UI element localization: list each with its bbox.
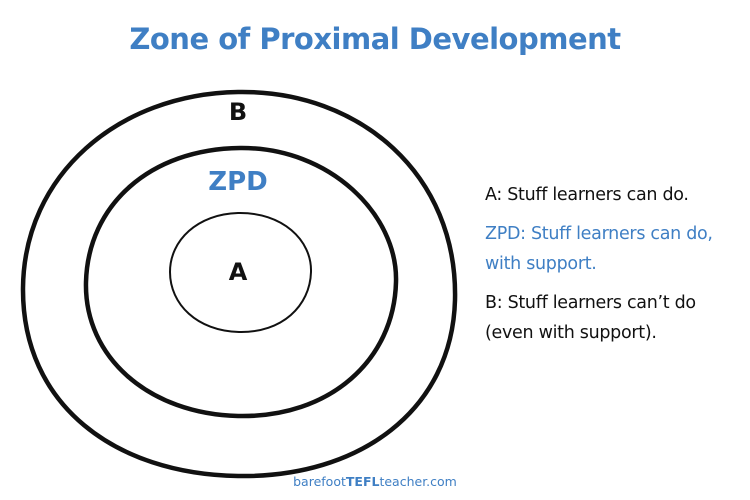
ring-label-b: B (228, 98, 248, 126)
footer-suffix: teacher.com (379, 474, 457, 489)
inner-circle-a (169, 211, 313, 334)
legend-item-a: A: Stuff learners can do. (485, 185, 689, 205)
outer-circle-b (20, 89, 458, 479)
ring-label-zpd: ZPD (208, 167, 268, 197)
footer-credit: barefootTEFLteacher.com (0, 474, 750, 489)
legend: A: Stuff learners can do. ZPD: Stuff lea… (485, 180, 745, 357)
footer-prefix: barefoot (293, 474, 346, 489)
legend-item-b: B: Stuff learners can’t do (even with su… (485, 293, 696, 343)
footer-brand: TEFL (345, 474, 380, 489)
legend-item-zpd: ZPD: Stuff learners can do, with support… (485, 224, 713, 274)
ring-label-a: A (228, 258, 248, 286)
page-title: Zone of Proximal Development (129, 22, 621, 56)
middle-circle-zpd (83, 145, 399, 419)
